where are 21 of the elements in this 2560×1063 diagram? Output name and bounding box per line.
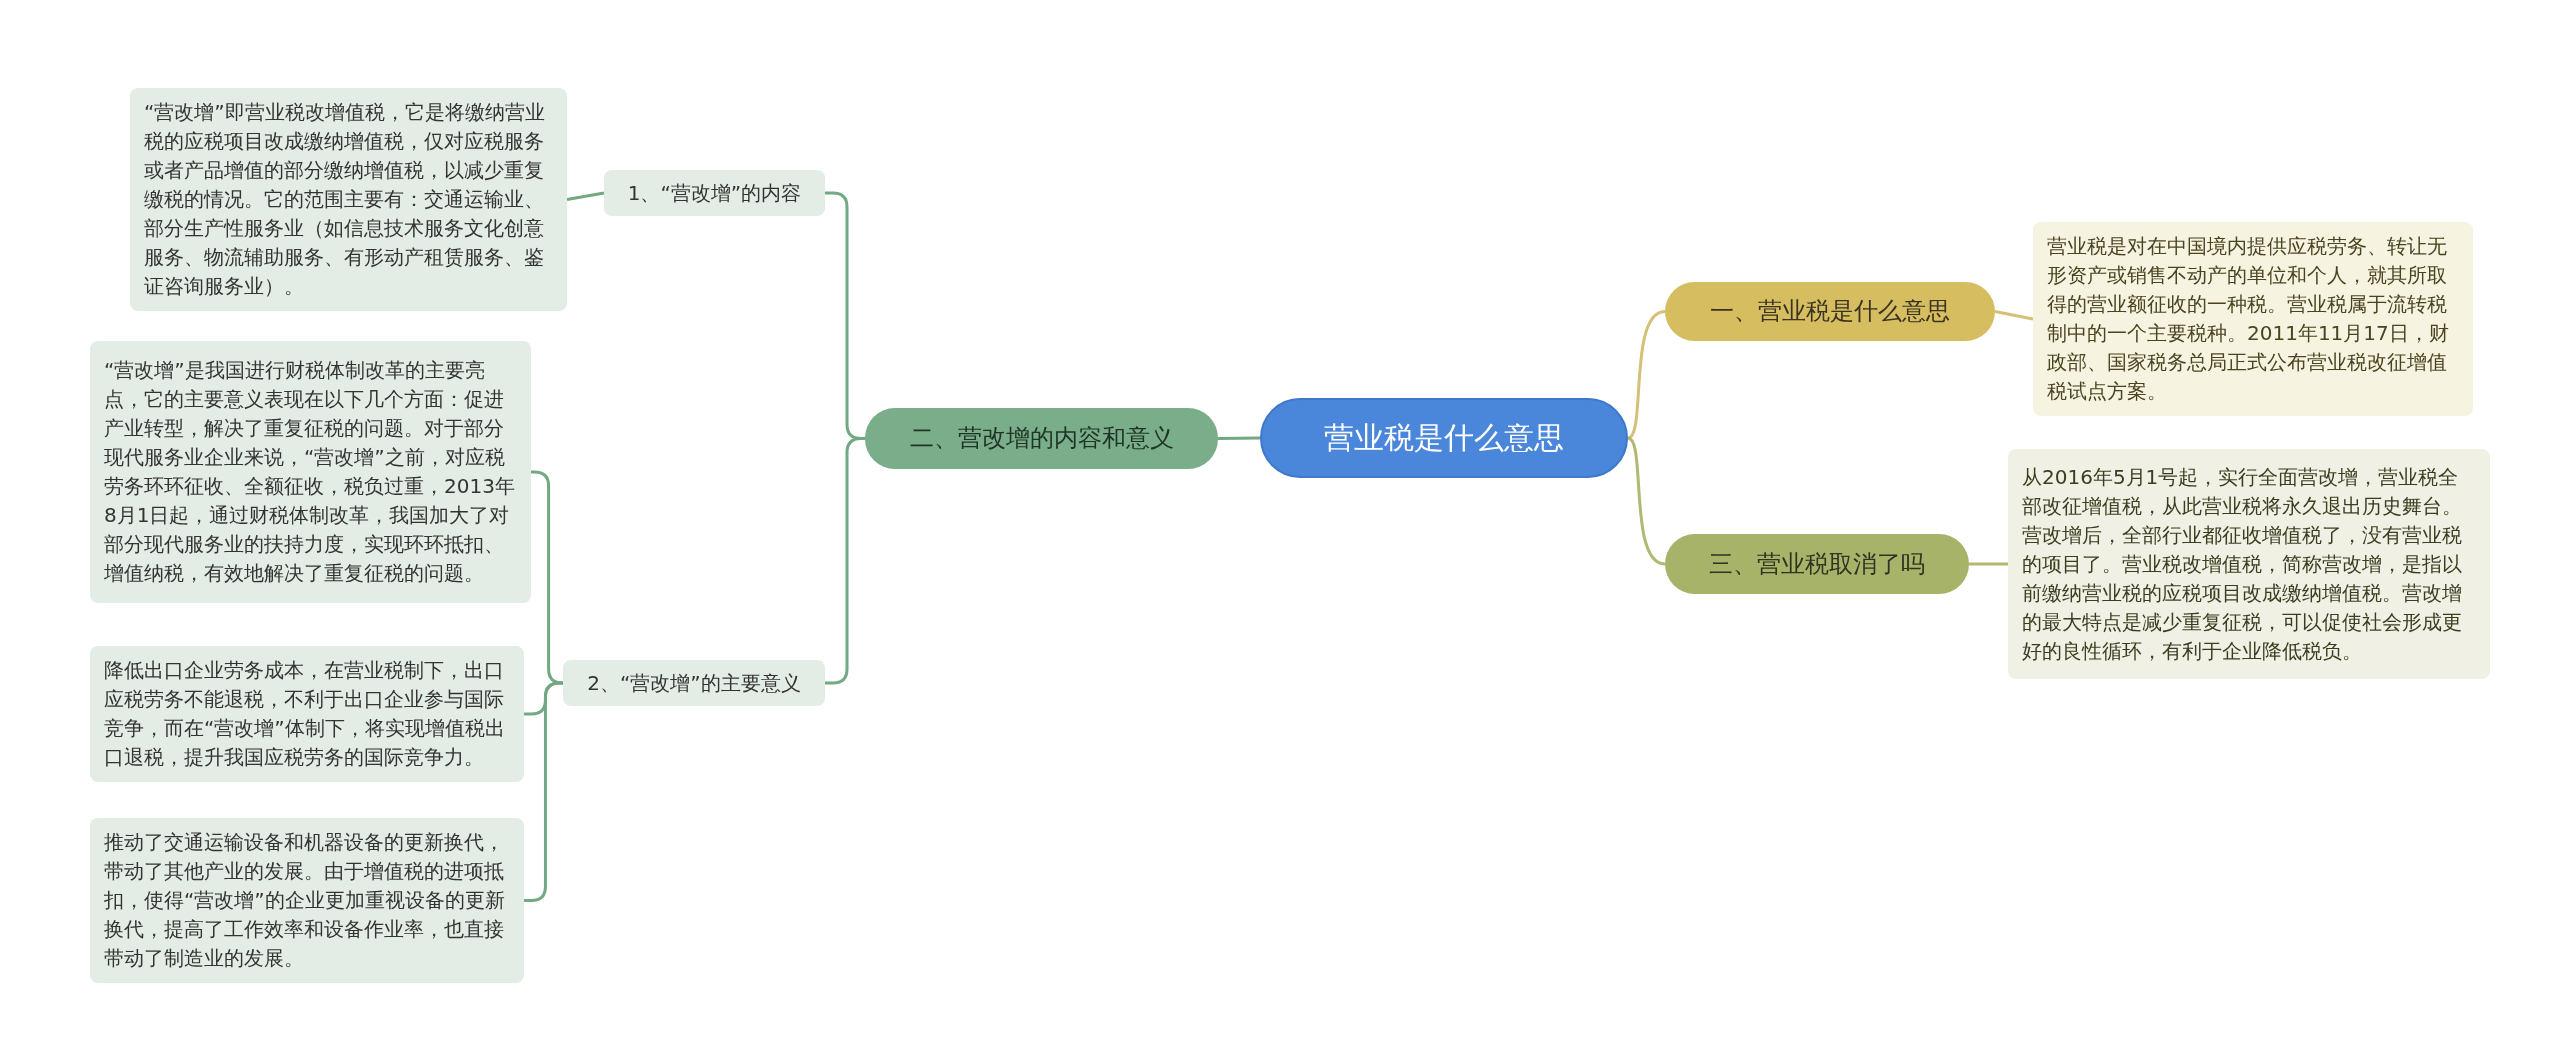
topic-box: 一、营业税是什么意思 bbox=[1665, 282, 1995, 341]
text-box: 从2016年5月1号起，实行全面营改增，营业税全部改征增值税，从此营业税将永久退出历史舞台。营改增后，全部行业都征收增值税了，没有营业税的项目了。营业税改增值税，简称营改增，是指以前缴纳营业税的应税项目改成缴纳增值税。营改增的最大特点是减少重复征税，可以促使社会形成更好的良性循环，有利于企业降低税负。 bbox=[2008, 449, 2490, 679]
connector-line bbox=[1627, 310, 1666, 440]
topic-box: 三、营业税取消了吗 bbox=[1665, 534, 1969, 594]
root-topic: 营业税是什么意思 bbox=[1260, 398, 1628, 478]
text-box: 推动了交通运输设备和机器设备的更新换代，带动了其他产业的发展。由于增值税的进项抵扣，使得“营改增”的企业更加重视设备的更新换代，提高了工作效率和设备作业率，也直接带动了制造业的发展。 bbox=[90, 818, 524, 983]
connector-line bbox=[1994, 310, 2034, 321]
subtopic-box: 1、“营改增”的内容 bbox=[604, 170, 825, 216]
text-box: 降低出口企业劳务成本，在营业税制下，出口应税劳务不能退税，不利于出口企业参与国际竞争，而在“营改增”体制下，将实现增值税出口退税，提升我国应税劳务的国际竞争力。 bbox=[90, 646, 524, 782]
text-box: 营业税是对在中国境内提供应税劳务、转让无形资产或销售不动产的单位和个人，就其所取得的营业额征收的一种税。营业税属于流转税制中的一个主要税种。2011年11月17日，财政部、国家税务总局正式公布营业税改征增值税试点方案。 bbox=[2033, 222, 2473, 416]
text-box: “营改增”即营业税改增值税，它是将缴纳营业税的应税项目改成缴纳增值税，仅对应税服务或者产品增值的部分缴纳增值税，以减少重复缴税的情况。它的范围主要有：交通运输业、部分生产性服务业（如信息技术服务文化创意服务、物流辅助服务、有形动产租赁服务、鉴证咨询服务业）。 bbox=[130, 88, 567, 311]
connector-line bbox=[1627, 436, 1666, 566]
connector-line bbox=[825, 437, 865, 685]
subtopic-box: 2、“营改增”的主要意义 bbox=[563, 660, 825, 706]
topic-box: 二、营改增的内容和意义 bbox=[865, 408, 1218, 469]
connector-line bbox=[531, 470, 565, 685]
connector-line bbox=[566, 191, 605, 201]
connector-line bbox=[1969, 562, 2008, 566]
connector-line bbox=[524, 681, 563, 902]
text-box: “营改增”是我国进行财税体制改革的主要亮点，它的主要意义表现在以下几个方面：促进产业转型，解决了重复征税的问题。对于部分现代服务业企业来说，“营改增”之前，对应税劳务环环征收、全额征收，税负过重，2013年8月1日起，通过财税体制改革，我国加大了对部分现代服务业的扶持力度，实现环环抵扣、增值纳税，有效地解决了重复征税的问题。 bbox=[90, 341, 531, 603]
connector-line bbox=[1218, 436, 1260, 440]
